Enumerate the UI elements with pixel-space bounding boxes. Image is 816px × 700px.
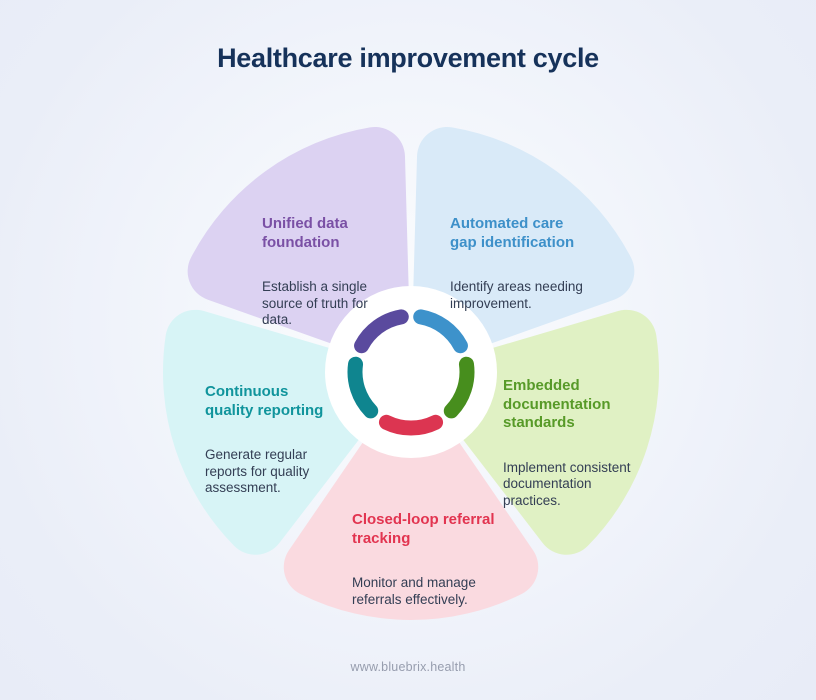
segment-heading: Closed-loop referral tracking xyxy=(352,511,495,547)
segment-heading: Unified data foundation xyxy=(262,215,348,251)
segment-continuous-quality-reporting: Continuous quality reporting Generate re… xyxy=(205,365,367,515)
ring-arc-unified-data-foundation xyxy=(354,309,409,354)
segment-heading: Continuous quality reporting xyxy=(205,383,324,419)
segment-description: Establish a single source of truth for d… xyxy=(262,279,368,328)
segment-automated-care-gap-identification: Automated care gap identification Identi… xyxy=(450,197,618,330)
segment-description: Implement consistent documentation pract… xyxy=(503,459,631,508)
segment-closed-loop-referral-tracking: Closed-loop referral tracking Monitor an… xyxy=(352,493,530,626)
ring-arc-embedded-documentation-standards xyxy=(443,356,475,419)
segment-description: Generate regular reports for quality ass… xyxy=(205,447,310,496)
segment-heading: Automated care gap identification xyxy=(450,215,575,251)
segment-unified-data-foundation: Unified data foundation Establish a sing… xyxy=(262,197,407,347)
ring-arc-automated-care-gap-identification xyxy=(413,309,468,354)
segment-heading: Embedded documentation standards xyxy=(503,377,611,432)
wedge-closed-loop-referral-tracking xyxy=(283,372,539,620)
segment-description: Monitor and manage referrals effectively… xyxy=(352,575,476,607)
segment-embedded-documentation-standards: Embedded documentation standards Impleme… xyxy=(503,359,663,527)
ring-arc-closed-loop-referral-tracking xyxy=(378,414,444,436)
segment-description: Identify areas needing improvement. xyxy=(450,279,583,311)
ring-arc-continuous-quality-reporting xyxy=(347,356,379,419)
page-title: Healthcare improvement cycle xyxy=(217,43,599,73)
footer-url: www.bluebrix.health xyxy=(350,660,466,674)
